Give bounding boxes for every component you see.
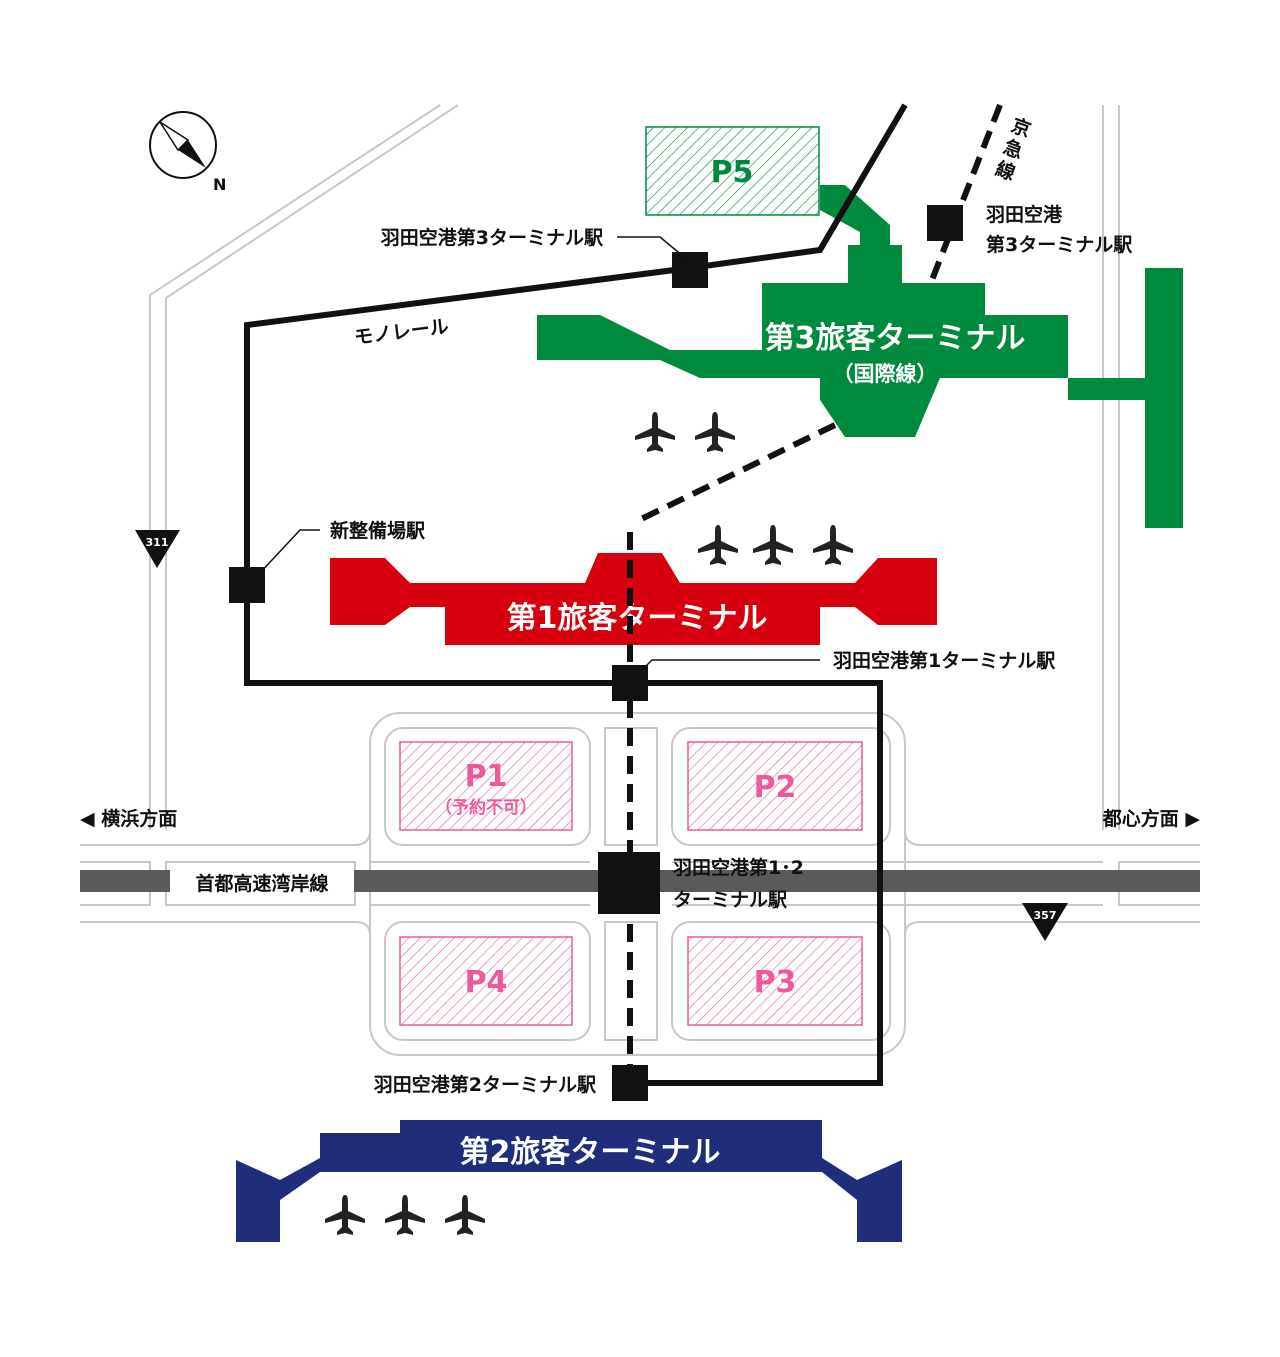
label-monorail-t3: 羽田空港第3ターミナル駅 [381, 226, 604, 249]
north-label: N [213, 175, 226, 194]
plane-icon [753, 525, 793, 565]
plane-icon [635, 412, 675, 452]
plane-icon [385, 1195, 425, 1235]
label-keikyu-t3-1: 羽田空港 [986, 203, 1063, 226]
parking-p4[interactable]: P4 [399, 936, 573, 1026]
route-357-sign: 357 [1022, 903, 1068, 941]
plane-icon [695, 412, 735, 452]
terminal-1[interactable]: 第1旅客ターミナル [330, 553, 937, 645]
expressway-label: 首都高速湾岸線 [195, 872, 328, 895]
plane-icon [445, 1195, 485, 1235]
station-monorail-t2[interactable] [612, 1065, 648, 1101]
monorail-line [244, 103, 908, 1086]
label-keikyu-t12-2: ターミナル駅 [673, 889, 788, 911]
keikyu-label: 京 急 線 [993, 114, 1034, 185]
plane-icon [813, 525, 853, 565]
monorail-label: モノレール [353, 316, 450, 349]
terminal-2[interactable]: 第2旅客ターミナル [236, 1120, 902, 1242]
p1-note: （予約不可） [435, 797, 537, 818]
label-monorail-t2: 羽田空港第2ターミナル駅 [374, 1073, 597, 1096]
parking-p2[interactable]: P2 [687, 741, 863, 831]
plane-icon [698, 525, 738, 565]
direction-yokohama: ◀ 横浜方面 [80, 807, 177, 830]
p3-label: P3 [754, 965, 797, 1000]
compass-icon: N [149, 111, 226, 194]
svg-text:311: 311 [146, 536, 169, 549]
station-monorail-t3[interactable] [672, 252, 708, 288]
p1-label: P1 [465, 759, 508, 794]
svg-text:357: 357 [1034, 909, 1057, 922]
label-keikyu-t12-1: 羽田空港第1･2 [673, 856, 804, 879]
direction-tokyo-center: 都心方面 ▶ [1102, 807, 1201, 830]
p4-label: P4 [465, 965, 508, 1000]
label-shinseibijo: 新整備場駅 [330, 519, 426, 542]
p2-label: P2 [754, 770, 797, 805]
terminal-1-label: 第1旅客ターミナル [507, 601, 768, 636]
leader-lines [257, 236, 820, 673]
terminal-3-sublabel: （国際線） [833, 362, 938, 386]
label-monorail-t1: 羽田空港第1ターミナル駅 [833, 649, 1056, 672]
parking-p3[interactable]: P3 [687, 936, 863, 1026]
terminal-2-label: 第2旅客ターミナル [460, 1135, 721, 1170]
terminal-3-label: 第3旅客ターミナル [765, 321, 1026, 356]
parking-p1[interactable]: P1 （予約不可） [399, 741, 573, 831]
keikyu-line [627, 103, 1003, 1083]
station-keikyu-t3[interactable] [927, 205, 963, 241]
station-keikyu-t12[interactable] [598, 852, 660, 914]
p5-label: P5 [711, 155, 754, 190]
route-311-sign: 311 [135, 530, 180, 568]
plane-icon [325, 1195, 365, 1235]
label-keikyu-t3-2: 第3ターミナル駅 [986, 233, 1133, 256]
terminal-3[interactable]: 第3旅客ターミナル （国際線） [537, 185, 1183, 528]
parking-p5[interactable]: P5 [645, 126, 820, 216]
